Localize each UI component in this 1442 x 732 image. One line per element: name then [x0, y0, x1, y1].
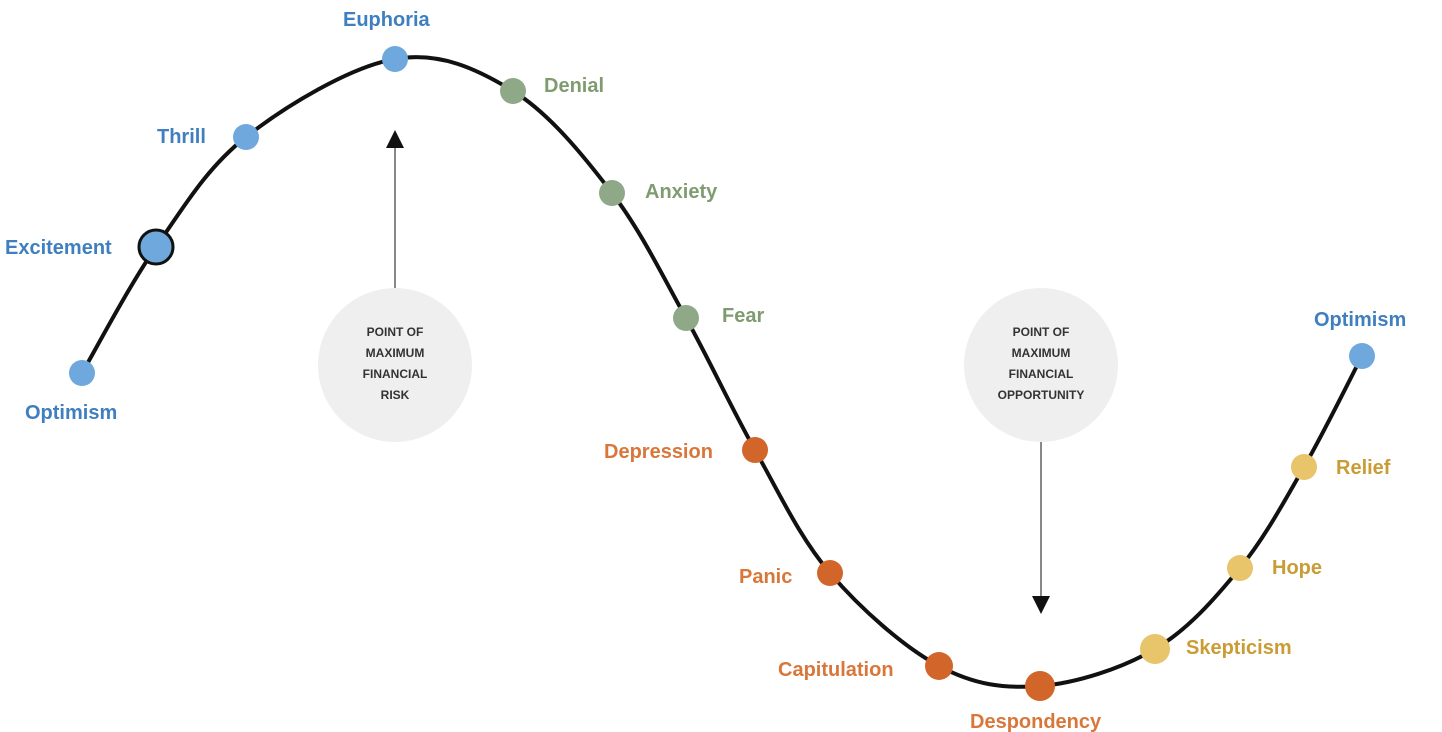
stage-label-relief: Relief — [1336, 457, 1391, 479]
stage-label-hope: Hope — [1272, 557, 1322, 579]
callout-text: FINANCIAL — [1009, 367, 1074, 381]
stage-label-excitement: Excitement — [5, 237, 112, 259]
callout-circle — [318, 288, 472, 442]
stage-dot-denial — [500, 78, 526, 104]
stage-labels: Optimism Excitement Thrill Euphoria Deni… — [5, 9, 1406, 732]
stage-label-thrill: Thrill — [157, 126, 206, 148]
stage-label-euphoria: Euphoria — [343, 9, 431, 31]
stage-label-capitulation: Capitulation — [778, 659, 894, 681]
stage-dot-optimism — [69, 360, 95, 386]
stage-label-depression: Depression — [604, 441, 713, 463]
stage-dot-capitulation — [925, 652, 953, 680]
stage-label-optimism: Optimism — [25, 402, 117, 424]
stage-label-panic: Panic — [739, 566, 792, 588]
callout-text: POINT OF — [1013, 325, 1070, 339]
callout-text: FINANCIAL — [363, 367, 428, 381]
arrow-down-icon — [1032, 596, 1050, 614]
stage-dot-euphoria — [382, 46, 408, 72]
callout-circle — [964, 288, 1118, 442]
stage-label-optimism-end: Optimism — [1314, 309, 1406, 331]
callout-text: OPPORTUNITY — [998, 388, 1085, 402]
callout-maximum-opportunity: POINT OF MAXIMUM FINANCIAL OPPORTUNITY — [964, 288, 1118, 614]
stage-label-anxiety: Anxiety — [645, 181, 718, 203]
cycle-curve — [80, 55, 1364, 689]
stage-dot-despondency — [1025, 671, 1055, 701]
stage-dot-anxiety — [599, 180, 625, 206]
stage-dot-fear — [673, 305, 699, 331]
callout-text: MAXIMUM — [1012, 346, 1071, 360]
stage-dot-depression — [742, 437, 768, 463]
callout-text: RISK — [381, 388, 410, 402]
arrow-up-icon — [386, 130, 404, 148]
stage-dot-relief — [1291, 454, 1317, 480]
stage-dot-excitement — [137, 228, 175, 266]
stage-dot-panic — [817, 560, 843, 586]
callout-text: POINT OF — [367, 325, 424, 339]
callout-maximum-risk: POINT OF MAXIMUM FINANCIAL RISK — [318, 130, 472, 442]
stage-dot-optimism-end — [1349, 343, 1375, 369]
stage-label-fear: Fear — [722, 305, 764, 327]
callout-text: MAXIMUM — [366, 346, 425, 360]
stage-label-skepticism: Skepticism — [1186, 637, 1292, 659]
stage-label-denial: Denial — [544, 75, 604, 97]
stage-dot-thrill — [233, 124, 259, 150]
stage-dot-skepticism — [1140, 634, 1170, 664]
stage-label-despondency: Despondency — [970, 711, 1102, 732]
stage-dot-hope — [1227, 555, 1253, 581]
